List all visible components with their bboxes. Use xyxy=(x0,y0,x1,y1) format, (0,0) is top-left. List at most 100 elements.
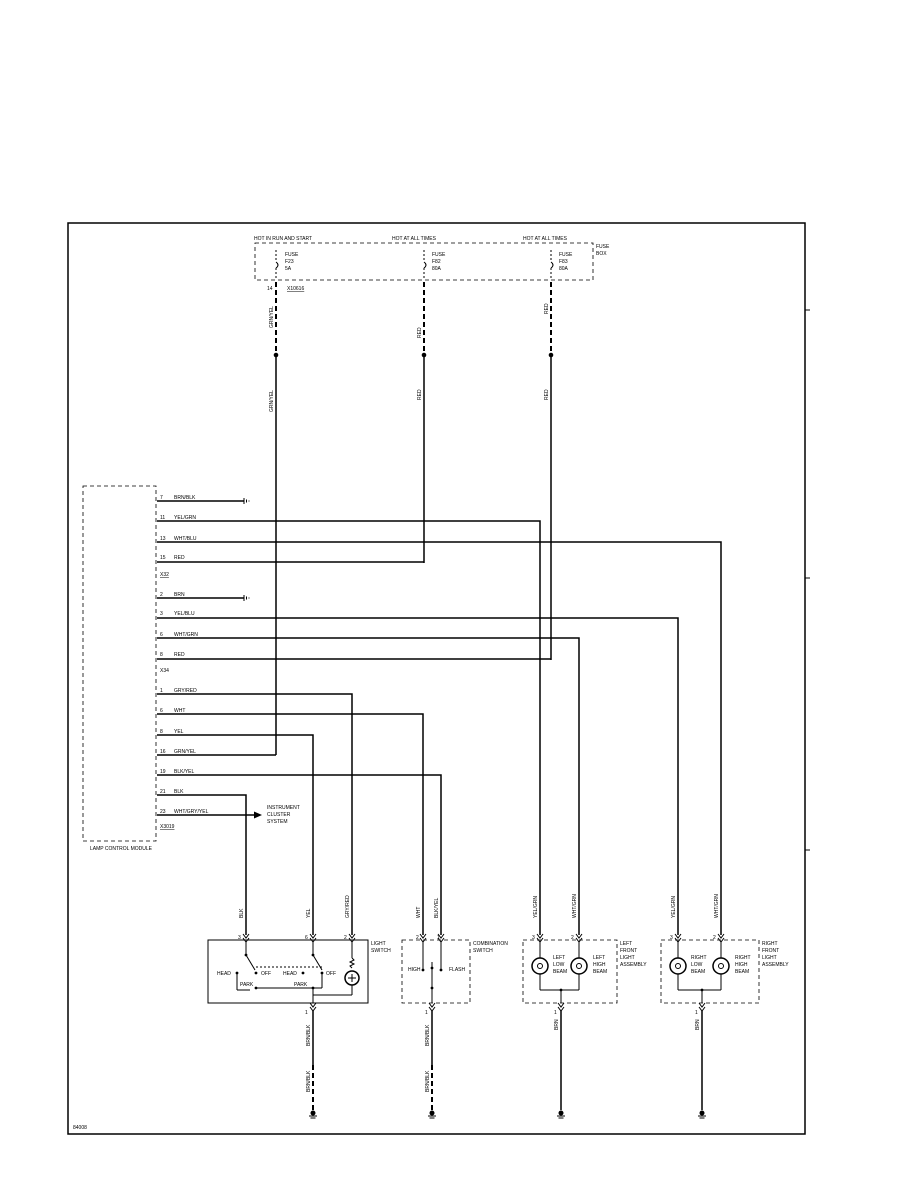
svg-text:1: 1 xyxy=(305,1010,308,1016)
svg-text:BEAM: BEAM xyxy=(735,969,749,975)
combination-switch: WHT BLK/YEL 2 1 COMBINATION SWITCH HIGH … xyxy=(401,897,508,1119)
svg-text:LEFT: LEFT xyxy=(593,955,605,961)
svg-text:1: 1 xyxy=(695,1010,698,1016)
feed-wire-red-2: RED RED xyxy=(544,282,554,660)
svg-text:RED: RED xyxy=(417,389,423,400)
svg-text:GRN/YEL: GRN/YEL xyxy=(174,749,196,755)
svg-text:F82: F82 xyxy=(432,259,441,265)
svg-text:SWITCH: SWITCH xyxy=(473,948,493,954)
diagram-frame xyxy=(67,222,806,1135)
svg-text:1: 1 xyxy=(554,1010,557,1016)
svg-text:13: 13 xyxy=(160,536,166,542)
svg-text:3: 3 xyxy=(160,611,163,617)
svg-text:WHT/GRN: WHT/GRN xyxy=(714,894,720,918)
svg-text:INSTRUMENT: INSTRUMENT xyxy=(267,805,300,811)
svg-text:2: 2 xyxy=(160,592,163,598)
svg-text:COMBINATION: COMBINATION xyxy=(473,941,508,947)
svg-text:LOW: LOW xyxy=(553,962,565,968)
svg-text:F23: F23 xyxy=(285,259,294,265)
module-label: LAMP CONTROL MODULE xyxy=(90,846,153,852)
low-beam-bulb-icon xyxy=(531,957,549,975)
svg-text:HIGH: HIGH xyxy=(735,962,748,968)
svg-text:5A: 5A xyxy=(285,266,292,272)
fuse-box: FUSE BOX HOT IN RUN AND START HOT AT ALL… xyxy=(254,236,610,292)
svg-text:RIGHT: RIGHT xyxy=(735,955,751,961)
svg-text:BRN/BLK: BRN/BLK xyxy=(306,1024,312,1046)
connector-x3019: X3019 xyxy=(160,824,175,830)
left-front-light-assembly: YEL/GRN WHT/GRN 3 2 LEFT FRONT LIGHT ASS… xyxy=(522,894,647,1119)
svg-text:BRN/BLK: BRN/BLK xyxy=(174,495,196,501)
svg-text:GRN/YEL: GRN/YEL xyxy=(269,390,275,412)
module-wiring xyxy=(157,498,722,935)
feed-wire-grn-yel: GRN/YEL GRN/YEL xyxy=(269,282,279,755)
svg-text:GRY/RED: GRY/RED xyxy=(174,688,197,694)
high-beam-bulb-icon xyxy=(570,957,588,975)
ground-icon xyxy=(309,1110,317,1119)
right-front-light-assembly: YEL/GRN WHT/GRN 3 2 RIGHT FRONT LIGHT AS… xyxy=(660,894,789,1119)
svg-text:BLK/YEL: BLK/YEL xyxy=(434,897,440,918)
svg-text:2: 2 xyxy=(344,935,347,941)
svg-text:FUSE: FUSE xyxy=(559,252,573,258)
fuse-box-label: FUSE xyxy=(596,244,610,250)
svg-text:16: 16 xyxy=(160,749,166,755)
connector-x34: X34 xyxy=(160,668,169,674)
svg-text:FUSE: FUSE xyxy=(285,252,299,258)
svg-text:WHT/GRN: WHT/GRN xyxy=(174,632,198,638)
svg-text:WHT: WHT xyxy=(416,907,422,918)
svg-text:LOW: LOW xyxy=(691,962,703,968)
svg-text:YEL/BLU: YEL/BLU xyxy=(174,611,195,617)
svg-text:BLK: BLK xyxy=(174,789,184,795)
feed-wire-red-1: RED RED xyxy=(417,282,427,563)
svg-text:RED: RED xyxy=(544,389,550,400)
svg-text:6: 6 xyxy=(305,935,308,941)
supply-label-2: HOT AT ALL TIMES xyxy=(392,236,437,242)
svg-text:2: 2 xyxy=(571,935,574,941)
fuse-pin: 14 xyxy=(267,286,273,292)
svg-text:80A: 80A xyxy=(432,266,442,272)
svg-text:2: 2 xyxy=(416,935,419,941)
svg-text:HEAD: HEAD xyxy=(217,971,231,977)
supply-label-3: HOT AT ALL TIMES xyxy=(523,236,568,242)
svg-text:CLUSTER: CLUSTER xyxy=(267,812,291,818)
svg-text:1: 1 xyxy=(425,1010,428,1016)
svg-text:PARK: PARK xyxy=(240,982,254,988)
svg-text:3: 3 xyxy=(670,935,673,941)
svg-text:BRN/BLK: BRN/BLK xyxy=(306,1070,312,1092)
figure-id: 84008 xyxy=(73,1125,87,1131)
svg-text:YEL: YEL xyxy=(306,908,312,918)
lamp-control-module: LAMP CONTROL MODULE 7 BRN/BLK 11 YEL/GRN… xyxy=(82,485,209,852)
svg-text:11: 11 xyxy=(160,515,165,521)
svg-text:HEAD: HEAD xyxy=(283,971,297,977)
svg-text:PARK: PARK xyxy=(294,982,308,988)
svg-text:ASSEMBLY: ASSEMBLY xyxy=(762,962,789,968)
svg-text:LIGHT: LIGHT xyxy=(371,941,386,947)
svg-text:HIGH: HIGH xyxy=(593,962,606,968)
connector-x32: X32 xyxy=(160,572,169,578)
svg-text:15: 15 xyxy=(160,555,166,561)
instrument-cluster-label: INSTRUMENT CLUSTER SYSTEM xyxy=(267,805,300,825)
supply-label-1: HOT IN RUN AND START xyxy=(254,236,312,242)
svg-text:7: 7 xyxy=(160,495,163,501)
svg-text:23: 23 xyxy=(160,809,166,815)
svg-text:GRY/RED: GRY/RED xyxy=(345,895,351,918)
svg-text:21: 21 xyxy=(160,789,166,795)
fuse-box-label-2: BOX xyxy=(596,251,607,257)
svg-text:RED: RED xyxy=(544,303,550,314)
svg-text:FRONT: FRONT xyxy=(762,948,779,954)
svg-text:LIGHT: LIGHT xyxy=(620,955,635,961)
svg-text:LEFT: LEFT xyxy=(620,941,632,947)
svg-text:BEAM: BEAM xyxy=(593,969,607,975)
svg-text:YEL/GRN: YEL/GRN xyxy=(671,896,677,918)
svg-text:ASSEMBLY: ASSEMBLY xyxy=(620,962,647,968)
svg-text:BRN/BLK: BRN/BLK xyxy=(425,1024,431,1046)
svg-text:F83: F83 xyxy=(559,259,568,265)
svg-text:BRN: BRN xyxy=(554,1019,560,1030)
ground-icon xyxy=(243,498,250,504)
svg-text:6: 6 xyxy=(160,708,163,714)
svg-text:WHT: WHT xyxy=(174,708,185,714)
svg-text:SYSTEM: SYSTEM xyxy=(267,819,288,825)
svg-text:RED: RED xyxy=(417,327,423,338)
low-beam-bulb-icon xyxy=(669,957,687,975)
svg-text:RED: RED xyxy=(174,555,185,561)
svg-text:RIGHT: RIGHT xyxy=(691,955,707,961)
